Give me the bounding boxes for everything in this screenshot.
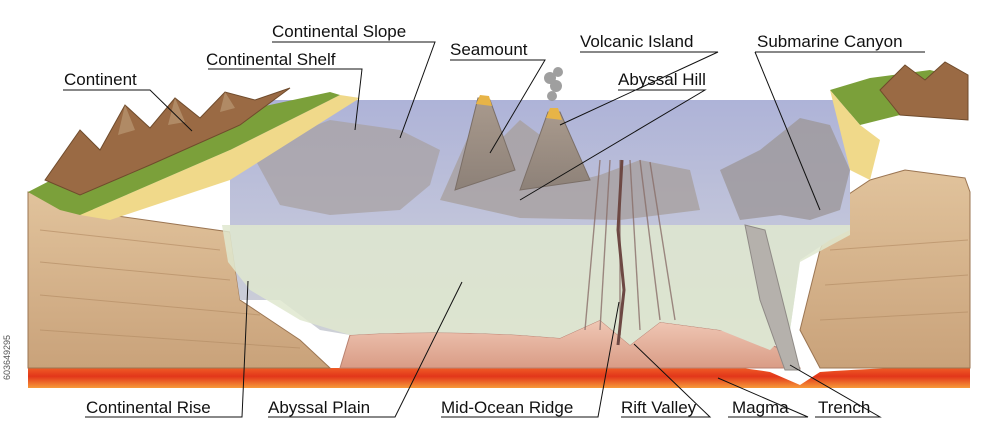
label-seamount: Seamount — [450, 40, 528, 59]
volcanic-island-top — [546, 108, 562, 120]
rift-valley-crack — [616, 159, 626, 346]
deep-ocean-layer — [222, 225, 850, 350]
volcanic-island-peak — [519, 111, 591, 191]
label-submarine-canyon: Submarine Canyon — [757, 32, 903, 51]
submarine-canyon-rock — [720, 118, 850, 220]
seamount-top — [476, 95, 492, 106]
label-volcanic-island: Volcanic Island — [580, 32, 694, 51]
volcano-plume — [544, 67, 563, 101]
leader-lines — [63, 41, 925, 418]
magma-layer — [28, 364, 970, 388]
label-continental-shelf: Continental Shelf — [206, 50, 336, 69]
left-strata — [39, 229, 301, 349]
label-mid-ocean-ridge: Mid-Ocean Ridge — [441, 398, 574, 417]
trench-shape — [744, 224, 801, 371]
mountain-highlights — [118, 92, 235, 135]
label-abyssal-plain: Abyssal Plain — [268, 398, 371, 417]
label-continent: Continent — [64, 70, 137, 89]
label-trench: Trench — [818, 398, 871, 417]
label-rift-valley: Rift Valley — [621, 398, 697, 417]
right-continent-mountains — [879, 61, 969, 121]
continent-mountains — [44, 87, 291, 196]
label-continental-rise: Continental Rise — [86, 398, 211, 417]
right-continent-sand — [830, 90, 880, 180]
right-strata — [819, 239, 969, 321]
continental-shelf-sand — [80, 95, 360, 220]
label-magma: Magma — [732, 398, 789, 417]
label-continental-slope: Continental Slope — [272, 22, 407, 41]
image-id-watermark: 603649295 — [2, 334, 12, 380]
label-abyssal-hill: Abyssal Hill — [618, 70, 706, 89]
continental-slope-rock — [250, 120, 440, 215]
